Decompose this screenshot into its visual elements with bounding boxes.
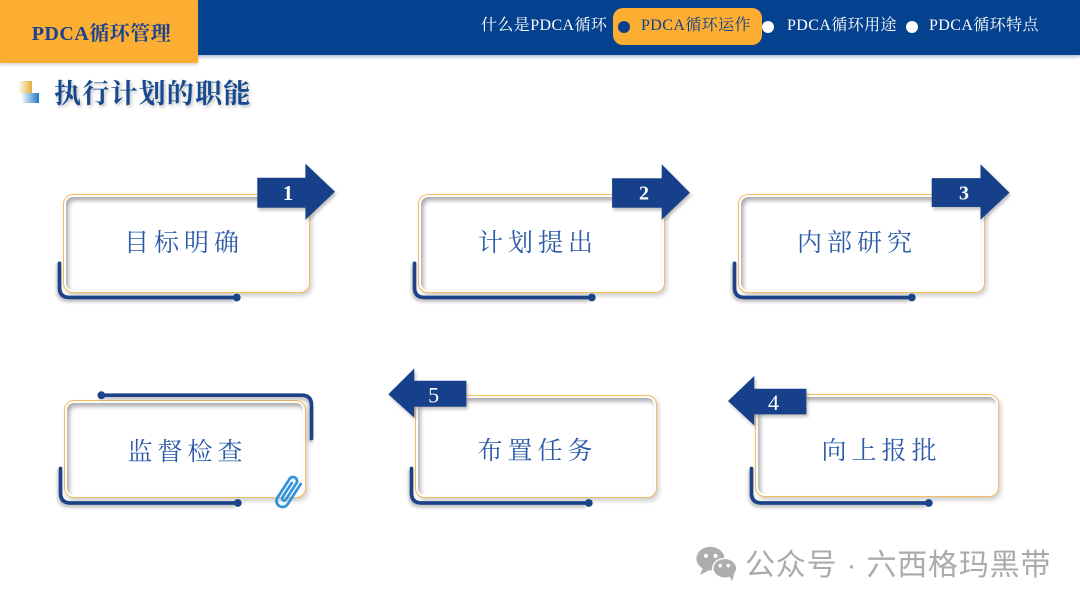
svg-text:5: 5 bbox=[428, 383, 439, 408]
svg-text:1: 1 bbox=[283, 181, 294, 205]
svg-text:3: 3 bbox=[959, 183, 969, 205]
svg-text:2: 2 bbox=[639, 183, 649, 205]
svg-text:4: 4 bbox=[768, 390, 779, 415]
